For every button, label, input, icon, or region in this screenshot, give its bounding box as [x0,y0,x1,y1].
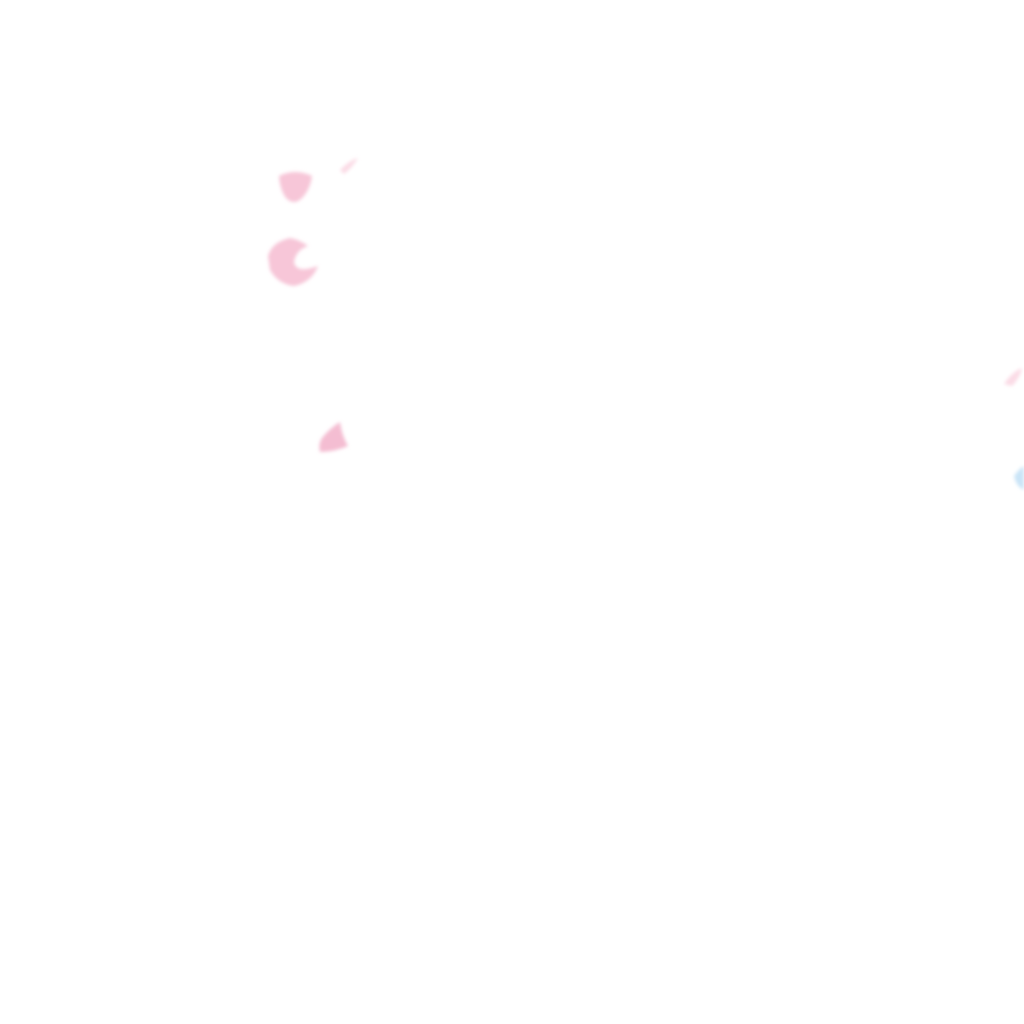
petal-pink-3 [268,238,318,286]
petal-pink-4 [319,422,348,452]
petal-pink-1 [279,172,312,202]
petal-pink-2 [340,158,358,174]
petal-blue-1 [1014,466,1024,490]
petal-pink-5 [1004,368,1022,386]
